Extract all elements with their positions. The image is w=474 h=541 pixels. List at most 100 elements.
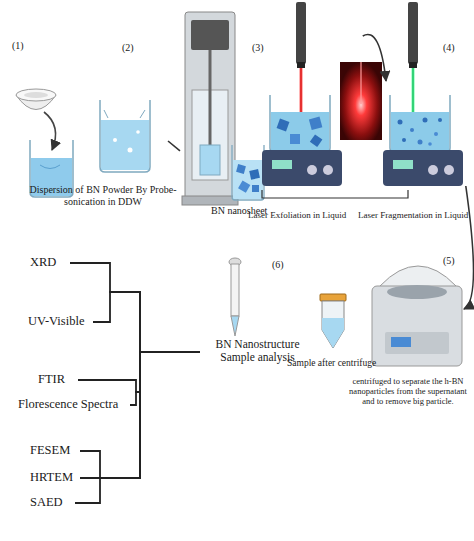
beaker-exfoliation: [290, 134, 300, 144]
beaker-exfoliation: [277, 119, 290, 132]
beaker-nanosheet: [232, 145, 264, 200]
beaker-fragmentation: [438, 118, 442, 122]
beaker-exfoliation: [310, 134, 323, 147]
probe-sonicator: [200, 145, 220, 175]
technique-item: SAED: [30, 495, 75, 511]
centrifuge: [391, 337, 411, 347]
pour-arrow: [44, 112, 56, 150]
bracket-connector: [75, 352, 200, 503]
centrifuge-tube: [320, 294, 346, 348]
beaker-fragmentation: [398, 120, 403, 125]
flow-arrow: [464, 186, 473, 309]
beaker-fragmentation: [428, 142, 432, 146]
beaker-nanosheet: [252, 185, 259, 192]
mortar-bowl: [16, 89, 56, 110]
beaker-nanosheet: [249, 169, 260, 180]
step-description: centrifuged to separate the h-BN nanopar…: [344, 377, 472, 406]
beaker-exfoliation: [270, 95, 330, 152]
centrifuge: [372, 286, 462, 366]
green-laser: [408, 2, 418, 64]
bracket-connector: [70, 263, 200, 352]
beaker-sonication: [100, 100, 150, 172]
beaker-nanosheet: [233, 160, 263, 199]
probe-sonicator: [185, 12, 235, 202]
process-step: (3): [248, 36, 383, 186]
callout-number: (2): [122, 42, 134, 54]
process-step: BN nanosheet: [180, 8, 270, 218]
technique-label: XRD: [30, 255, 56, 269]
callout-number: (4): [443, 42, 455, 54]
technique-label: Florescence Spectra: [18, 397, 118, 411]
centrifuge-tube: [322, 318, 344, 348]
bracket-connector: [93, 292, 200, 352]
technique-label: FESEM: [30, 443, 70, 457]
callout-number: (5): [443, 255, 455, 267]
group-bracket: [262, 190, 408, 198]
technique-item: HRTEM: [30, 470, 80, 486]
magnetic-stirrer: [393, 160, 413, 169]
technique-item: FESEM: [30, 443, 80, 459]
beaker-fragmentation: [390, 95, 450, 152]
pipette: [229, 258, 241, 336]
technique-item: FTIR: [38, 372, 78, 388]
mortar-bowl: [16, 89, 56, 101]
probe-sonicator: [209, 50, 212, 150]
callout-number: (3): [252, 42, 264, 54]
laser-inset-photo: [360, 62, 361, 104]
process-step: (1): [10, 36, 95, 196]
beaker-sonication: [136, 130, 140, 134]
beaker-sonication: [101, 120, 149, 170]
beaker-nanosheet: [238, 181, 250, 193]
beaker-fragmentation: [423, 118, 428, 123]
magnetic-stirrer: [383, 150, 463, 186]
beaker-dispersion: [40, 165, 60, 169]
technique-item: XRD: [30, 255, 70, 271]
mortar-bowl: [24, 92, 48, 98]
callout-number: (6): [272, 259, 284, 271]
analysis-node: (6) BN Nanostructure Sample analysis: [200, 255, 315, 375]
technique-label: UV-Visible: [28, 314, 84, 328]
pipette: [231, 264, 239, 316]
flow-arrow: [363, 34, 386, 81]
laser-inset-photo: [340, 62, 382, 140]
process-step: (5)centrifuged to separate the h-BN nano…: [372, 255, 464, 375]
technique-label: SAED: [30, 495, 63, 509]
magnetic-stirrer: [272, 160, 292, 169]
process-step: (2): [98, 36, 168, 176]
step-label: Sample after centrifuge: [287, 358, 376, 369]
technique-item: UV-Visible: [28, 314, 93, 330]
process-step: (4): [386, 36, 470, 186]
green-laser: [409, 62, 417, 68]
beaker-fragmentation: [434, 132, 438, 136]
magnetic-stirrer: [323, 165, 333, 175]
pipette: [231, 316, 239, 336]
technique-label: FTIR: [38, 372, 65, 386]
beaker-sonication: [113, 138, 117, 142]
beaker-fragmentation: [390, 95, 450, 152]
step-caption: Dispersion of BN Powder By Probe-sonicat…: [28, 184, 178, 207]
centrifuge-tube: [320, 294, 346, 301]
bracket-connector: [78, 352, 200, 392]
probe-sonicator: [191, 20, 229, 50]
beaker-fragmentation: [410, 128, 414, 132]
magnetic-stirrer: [262, 150, 342, 186]
magnetic-stirrer: [444, 165, 454, 175]
analysis-title: BN Nanostructure Sample analysis: [200, 338, 315, 364]
beaker-nanosheet: [232, 145, 264, 200]
beaker-fragmentation: [402, 138, 406, 142]
magnetic-stirrer: [383, 150, 463, 186]
beaker-nanosheet: [236, 164, 246, 174]
magnetic-stirrer: [307, 165, 317, 175]
beaker-fragmentation: [391, 112, 449, 150]
technique-label: HRTEM: [30, 470, 73, 484]
callout-number: (1): [12, 40, 24, 52]
beaker-sonication: [100, 100, 150, 172]
magnetic-stirrer: [262, 150, 342, 186]
centrifuge: [387, 285, 447, 299]
technique-item: Florescence Spectra: [18, 397, 130, 413]
probe-sonicator: [182, 12, 238, 205]
red-laser: [296, 2, 306, 64]
